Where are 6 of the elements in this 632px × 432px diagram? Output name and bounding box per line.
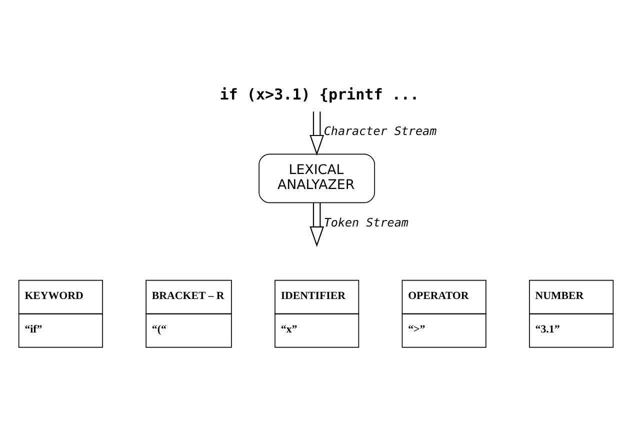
- node-text: if (x>3.1) {printf ...: [220, 85, 420, 104]
- arrow: [310, 112, 324, 156]
- edge-label: Token Stream: [324, 215, 408, 230]
- node-box: LEXICAL ANALYAZER: [258, 154, 376, 204]
- arrow: [310, 202, 324, 247]
- edge-label: Character Stream: [324, 124, 437, 138]
